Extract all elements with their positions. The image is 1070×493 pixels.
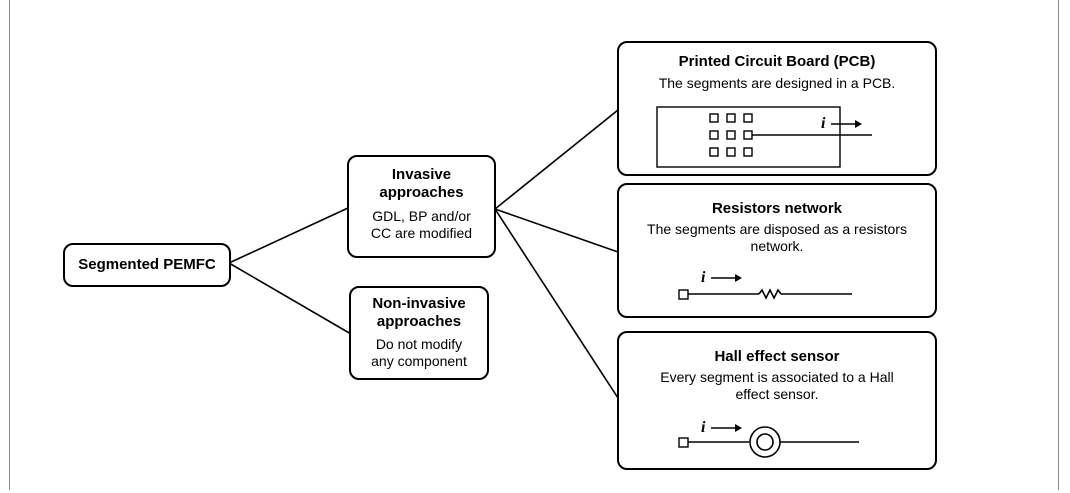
figure-frame	[9, 0, 1059, 490]
resistor-icon	[758, 288, 782, 300]
resistors-current-symbol: i	[701, 269, 706, 286]
invasive-title-line2: approaches	[379, 184, 464, 201]
noninvasive-desc-line1: Do not modify	[375, 336, 463, 352]
invasive-desc-line2: CC are modified	[370, 225, 473, 241]
hall-current-symbol: i	[701, 419, 706, 436]
pcb-segment-icon	[726, 113, 736, 123]
hall-effect-sensor-box: Hall effect sensor Every segment is asso…	[617, 331, 937, 470]
hall-diagram: i	[678, 419, 859, 458]
noninvasive-desc-line2: any component	[371, 353, 467, 369]
pcb-segment-icon	[726, 130, 736, 140]
arrow-right-icon	[831, 120, 862, 128]
segment-terminal-icon	[678, 437, 689, 448]
pcb-desc: The segments are designed in a PCB.	[658, 75, 896, 91]
root-node-label: Segmented PEMFC	[78, 256, 216, 273]
pcb-title: Printed Circuit Board (PCB)	[678, 53, 876, 70]
resistors-desc-line2: network.	[750, 238, 804, 254]
arrow-right-icon	[711, 274, 742, 282]
hall-desc-line2: effect sensor.	[735, 386, 819, 402]
hall-title: Hall effect sensor	[714, 348, 840, 365]
pcb-board-outline	[656, 106, 841, 168]
invasive-desc-line1: GDL, BP and/or	[372, 208, 471, 224]
pcb-segment-icon	[709, 130, 719, 140]
invasive-approaches-box: Invasive approaches GDL, BP and/or CC ar…	[347, 155, 496, 258]
pcb-diagram: i	[656, 106, 872, 168]
pcb-segment-icon	[743, 130, 753, 140]
connector-invasive-hall	[494, 208, 619, 399]
arrow-right-icon	[711, 424, 742, 432]
pcb-segment-icon	[709, 147, 719, 157]
connector-invasive-resistors	[494, 208, 619, 253]
root-node-box: Segmented PEMFC	[63, 243, 231, 287]
connector-root-noninvasive	[228, 262, 352, 335]
resistors-desc-line1: The segments are disposed as a resistors	[647, 221, 907, 237]
resistors-diagram: i	[678, 269, 852, 300]
connector-invasive-pcb	[494, 109, 619, 210]
pcb-segment-icon	[726, 147, 736, 157]
noninvasive-approaches-box: Non-invasive approaches Do not modify an…	[349, 286, 489, 380]
hall-sensor-icon	[749, 426, 781, 458]
resistors-network-box: Resistors network The segments are dispo…	[617, 183, 937, 318]
pcb-box: Printed Circuit Board (PCB) The segments…	[617, 41, 937, 176]
segment-terminal-icon	[678, 289, 689, 300]
pcb-segment-icon	[743, 147, 753, 157]
noninvasive-title-line1: Non-invasive	[372, 295, 466, 312]
pcb-segment-icon	[743, 113, 753, 123]
resistors-title: Resistors network	[711, 200, 843, 217]
invasive-title-line1: Invasive	[391, 166, 452, 183]
pcb-segment-icon	[709, 113, 719, 123]
connector-root-invasive	[228, 207, 349, 264]
noninvasive-title-line2: approaches	[376, 313, 462, 330]
pcb-segment-grid	[709, 113, 753, 157]
hall-desc-line1: Every segment is associated to a Hall	[660, 369, 894, 385]
pcb-current-symbol: i	[821, 115, 826, 132]
